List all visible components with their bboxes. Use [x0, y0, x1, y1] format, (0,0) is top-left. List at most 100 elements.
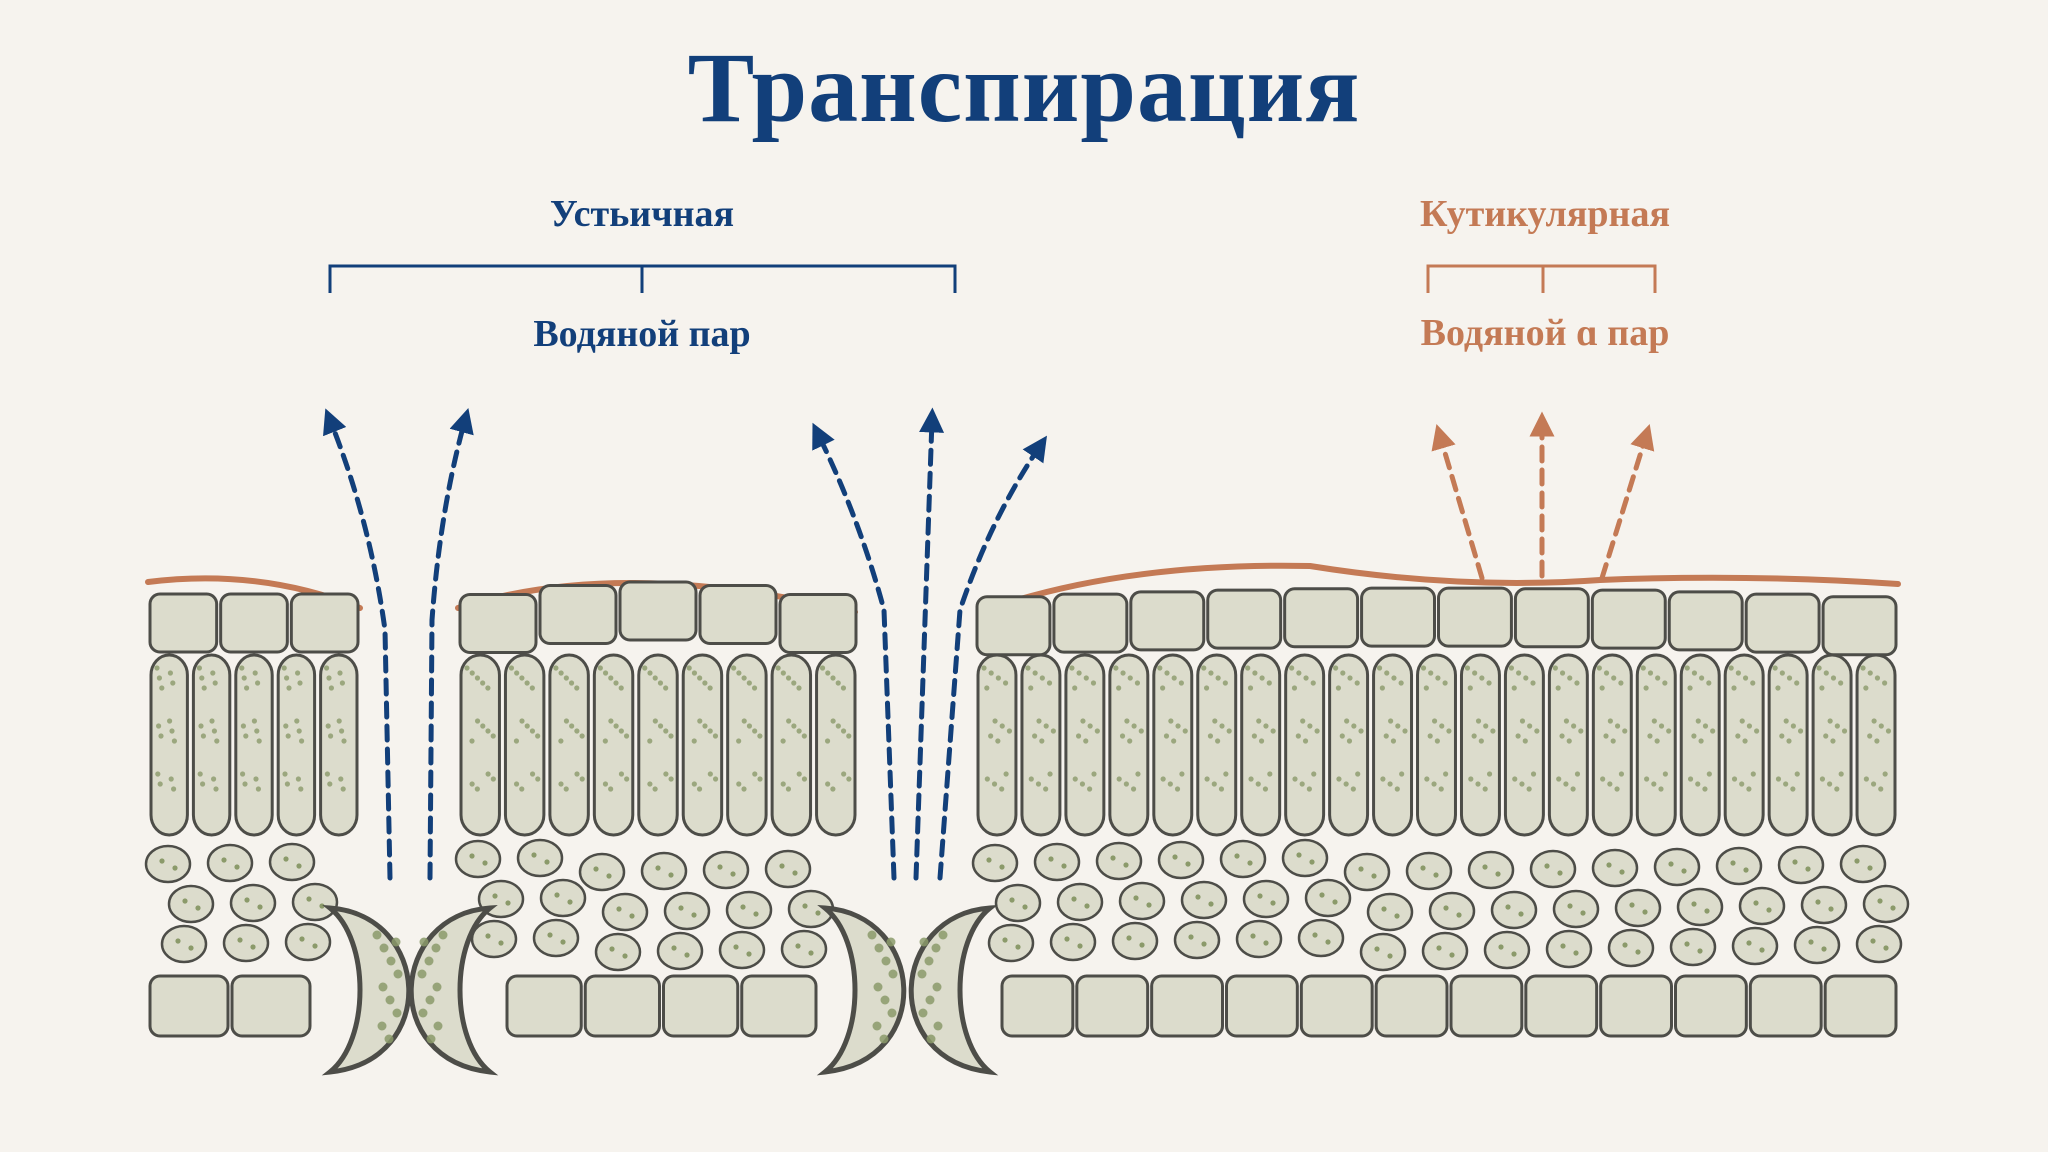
epidermal-cell — [1744, 592, 1821, 654]
page-title: Транспирация — [687, 32, 1361, 143]
spongy-cell — [1033, 842, 1081, 882]
guard-cell — [321, 904, 412, 1076]
spongy-cell — [539, 878, 587, 918]
epidermal-cell — [1823, 974, 1898, 1038]
cuticular-vapor-arrows — [1431, 411, 1655, 581]
spongy-layer — [144, 838, 1910, 972]
spongy-cell — [1173, 920, 1221, 960]
epidermal-cell — [538, 583, 618, 645]
palisade-cell — [1591, 653, 1633, 837]
stomatal-vapor-arrows — [323, 407, 1047, 881]
spongy-cell — [1111, 921, 1159, 961]
upper-epidermis — [148, 580, 1898, 657]
palisade-cell — [191, 653, 232, 837]
epidermal-cell — [148, 974, 230, 1038]
palisade-cell — [1459, 653, 1501, 837]
palisade-cell — [976, 653, 1018, 837]
epidermal-cell — [1075, 974, 1150, 1038]
spongy-cell — [1235, 919, 1283, 959]
palisade-cell — [149, 653, 189, 837]
spongy-cell — [268, 842, 316, 882]
palisade-cell — [234, 653, 274, 837]
spongy-cell — [1157, 840, 1205, 880]
cuticular-arrow-1 — [1431, 424, 1485, 581]
palisade-cell — [1767, 653, 1809, 837]
spongy-cell — [971, 843, 1019, 883]
palisade-cell — [726, 653, 768, 837]
spongy-cell — [1467, 850, 1515, 890]
palisade-layer — [149, 653, 1897, 837]
spongy-cell — [1359, 932, 1407, 972]
spongy-cell — [1800, 885, 1848, 925]
palisade-cell — [1416, 653, 1457, 837]
spongy-cell — [229, 883, 277, 923]
palisade-cell — [637, 653, 679, 837]
palisade-cell — [815, 653, 857, 837]
cuticular-label: Кутикулярная — [1419, 193, 1671, 235]
spongy-cell — [1490, 890, 1538, 930]
spongy-cell — [1738, 886, 1786, 926]
spongy-cell — [1607, 928, 1655, 968]
palisade-cell — [1635, 653, 1677, 837]
spongy-cell — [994, 883, 1042, 923]
palisade-cell — [770, 653, 813, 837]
guard-cell — [408, 904, 499, 1076]
spongy-cell — [663, 891, 711, 931]
epidermal-cell — [1599, 974, 1673, 1038]
spongy-cell — [1731, 926, 1779, 966]
epidermal-cell — [1360, 586, 1437, 648]
stomatal-arrow-3 — [812, 422, 897, 881]
lower-epidermis — [148, 974, 1898, 1038]
stomatal-vapor-label: Водяной пар — [533, 313, 751, 355]
stomatal-arrow-2 — [427, 407, 474, 881]
spongy-cell — [1118, 881, 1166, 921]
palisade-cell — [681, 653, 724, 837]
spongy-cell — [1545, 929, 1593, 969]
epidermal-cell — [458, 592, 538, 654]
epidermal-cell — [1374, 974, 1449, 1038]
epidermal-cell — [1667, 590, 1744, 652]
spongy-cell — [1591, 848, 1639, 888]
spongy-cell — [764, 849, 812, 889]
palisade-cell — [276, 653, 317, 837]
spongy-cell — [1483, 930, 1531, 970]
spongy-cell — [578, 852, 626, 892]
spongy-cell — [1552, 889, 1600, 929]
epidermal-cell — [1129, 590, 1206, 652]
palisade-cell — [319, 653, 359, 837]
stomatal-bracket — [328, 264, 957, 293]
spongy-cell — [222, 923, 270, 963]
spongy-cell — [1281, 838, 1329, 878]
epidermal-cell — [1206, 588, 1283, 650]
epidermal-cell — [698, 583, 778, 645]
spongy-cell — [718, 930, 766, 970]
palisade-cell — [1328, 653, 1370, 837]
palisade-cell — [1503, 653, 1545, 837]
epidermal-cell — [662, 974, 740, 1038]
spongy-cell — [1777, 845, 1825, 885]
stomatal-arrow-1 — [323, 408, 393, 881]
cuticular-arrow-3 — [1599, 424, 1655, 581]
spongy-cell — [1529, 849, 1577, 889]
palisade-cell — [1723, 653, 1765, 837]
epidermal-cell — [1150, 974, 1224, 1038]
guard-cells — [321, 904, 999, 1076]
spongy-cell — [160, 924, 208, 964]
palisade-cell — [1152, 653, 1194, 837]
epidermal-cell — [740, 974, 818, 1038]
spongy-cell — [1839, 844, 1887, 884]
epidermal-cell — [975, 595, 1052, 657]
spongy-cell — [1614, 888, 1662, 928]
spongy-cell — [454, 839, 502, 879]
epidermal-cell — [1524, 974, 1599, 1038]
epidermal-cell — [148, 592, 219, 654]
palisade-cell — [592, 653, 635, 837]
spongy-cell — [1095, 841, 1143, 881]
spongy-cell — [144, 844, 192, 884]
epidermal-cell — [230, 974, 312, 1038]
stomatal-arrow-4 — [913, 407, 945, 881]
palisade-cell — [1284, 653, 1326, 837]
guard-cell — [816, 904, 907, 1076]
spongy-cell — [780, 929, 828, 969]
